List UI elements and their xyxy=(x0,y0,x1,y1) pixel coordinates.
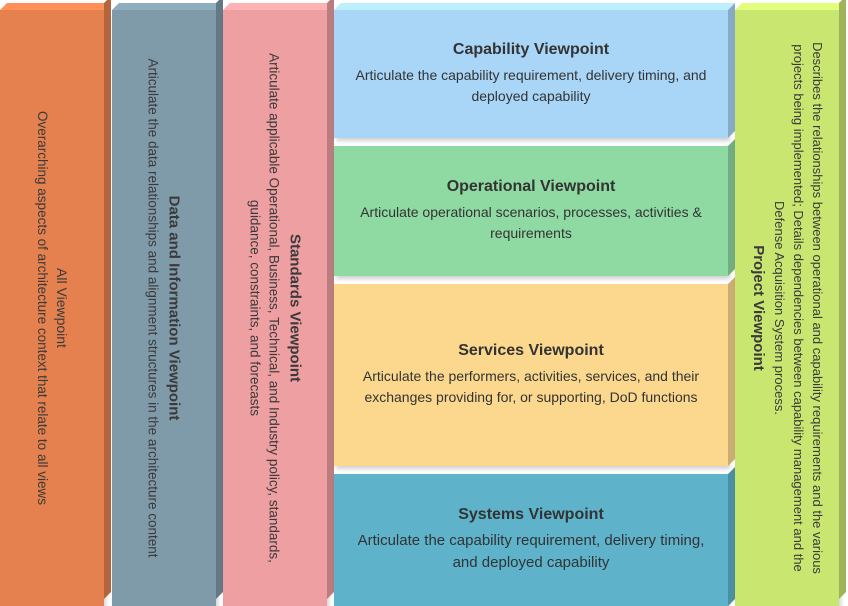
all-viewpoint-title: All Viewpoint xyxy=(53,268,70,348)
standards-viewpoint-column: Standards Viewpoint Articulate applicabl… xyxy=(223,0,334,606)
capability-viewpoint-description: Articulate the capability requirement, d… xyxy=(355,67,707,104)
standards-viewpoint-text: Standards Viewpoint Articulate applicabl… xyxy=(245,28,306,588)
all-viewpoint-top-face xyxy=(0,3,111,10)
services-viewpoint-title: Services Viewpoint xyxy=(458,342,604,359)
operational-viewpoint-title: Operational Viewpoint xyxy=(446,178,616,195)
project-viewpoint-top-face xyxy=(735,3,846,10)
data-viewpoint-text: Data and Information Viewpoint Articulat… xyxy=(143,28,184,588)
data-viewpoint-description: Articulate the data relationships and al… xyxy=(145,58,161,558)
standards-viewpoint-side-face xyxy=(327,0,334,599)
systems-viewpoint-description: Articulate the capability requirement, d… xyxy=(357,531,705,572)
capability-band-side-face xyxy=(728,3,735,138)
all-viewpoint-description: Overarching aspects of architecture cont… xyxy=(34,111,50,505)
services-band-side-face xyxy=(728,277,735,466)
systems-viewpoint-title: Systems Viewpoint xyxy=(458,505,604,523)
project-viewpoint-text: Project Viewpoint Describes the relation… xyxy=(748,28,826,588)
systems-viewpoint-band: Systems Viewpoint Articulate the capabil… xyxy=(334,467,735,606)
capability-viewpoint-title: Capability Viewpoint xyxy=(452,41,610,58)
operational-viewpoint-description: Articulate operational scenarios, proces… xyxy=(360,204,702,241)
services-viewpoint-description: Articulate the performers, activities, s… xyxy=(362,368,700,405)
data-viewpoint-title: Data and Information Viewpoint xyxy=(165,195,183,421)
project-viewpoint-title: Project Viewpoint xyxy=(750,245,768,371)
capability-viewpoint-band: Capability Viewpoint Articulate the capa… xyxy=(334,3,735,138)
all-viewpoint-text: All Viewpoint Overarching aspects of arc… xyxy=(32,28,72,588)
systems-band-side-face xyxy=(728,467,735,606)
services-viewpoint-band: Services Viewpoint Articulate the perfor… xyxy=(334,277,735,466)
project-viewpoint-description: Describes the relationships between oper… xyxy=(772,42,826,574)
data-viewpoint-top-face xyxy=(112,3,223,10)
data-viewpoint-side-face xyxy=(216,0,223,599)
operational-band-side-face xyxy=(728,139,735,276)
standards-viewpoint-description: Articulate applicable Operational, Busin… xyxy=(247,53,282,563)
project-viewpoint-side-face xyxy=(839,0,846,599)
capability-band-top-face xyxy=(334,3,735,10)
all-viewpoint-side-face xyxy=(104,0,111,599)
operational-viewpoint-band: Operational Viewpoint Articulate operati… xyxy=(334,139,735,276)
project-viewpoint-column: Project Viewpoint Describes the relation… xyxy=(735,0,846,606)
all-viewpoint-column: All Viewpoint Overarching aspects of arc… xyxy=(0,0,111,606)
data-information-viewpoint-column: Data and Information Viewpoint Articulat… xyxy=(112,0,223,606)
standards-viewpoint-title: Standards Viewpoint xyxy=(286,233,304,383)
standards-viewpoint-top-face xyxy=(223,3,334,10)
